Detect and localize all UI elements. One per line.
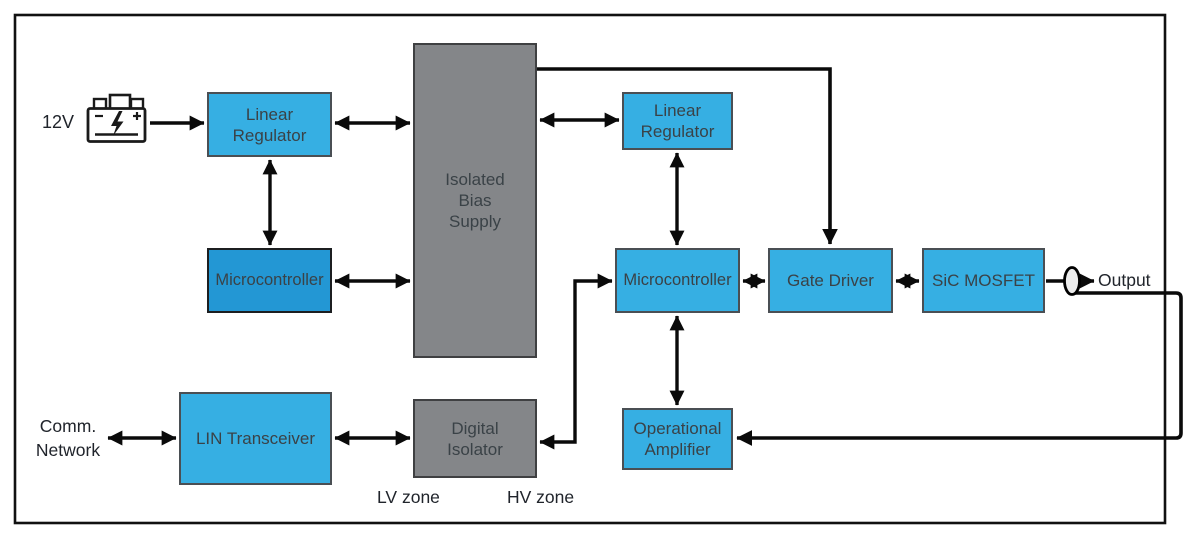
- block-linear-regulator-left: Linear Regulator: [207, 92, 332, 157]
- block-microcontroller-right: Microcontroller: [615, 248, 740, 313]
- block-label: LIN Transceiver: [195, 429, 316, 448]
- block-label: Bias: [458, 191, 492, 210]
- wire-mcuR-digitaliso: [539, 273, 613, 450]
- block-label: Microcontroller: [215, 271, 324, 289]
- block-label: Gate Driver: [787, 271, 874, 290]
- block-operational-amplifier: Operational Amplifier: [622, 408, 733, 470]
- block-label: Microcontroller: [623, 271, 732, 289]
- block-isolated-bias-supply: Isolated Bias Supply: [413, 43, 537, 358]
- wire-ibs-to-gatedriver: [537, 67, 838, 245]
- block-label: SiC MOSFET: [932, 271, 1035, 290]
- block-sic-mosfet: SiC MOSFET: [922, 248, 1045, 313]
- block-lin-transceiver: LIN Transceiver: [179, 392, 332, 485]
- block-linear-regulator-right: Linear Regulator: [622, 92, 733, 150]
- block-label: Operational: [633, 419, 722, 438]
- block-label: Isolated: [445, 170, 505, 189]
- block-label: Regulator: [232, 125, 307, 145]
- block-gate-driver: Gate Driver: [768, 248, 893, 313]
- supply-voltage-label: 12V: [42, 112, 75, 132]
- block-label: Supply: [449, 212, 501, 231]
- comm-network-line1: Comm.: [39, 416, 97, 436]
- block-label: Linear: [653, 101, 702, 120]
- battery-12v-icon: [86, 93, 147, 143]
- block-digital-isolator: Digital Isolator: [413, 399, 537, 478]
- lv-zone-label: LV zone: [377, 487, 440, 507]
- comm-network-label: Comm. Network: [26, 414, 110, 462]
- comm-network-line2: Network: [35, 440, 101, 460]
- block-label: Amplifier: [644, 440, 711, 459]
- block-label: Isolator: [447, 439, 503, 459]
- block-label: Digital: [451, 418, 499, 438]
- block-label: Linear: [245, 104, 294, 124]
- diagram-frame: [13, 13, 1167, 525]
- output-label: Output: [1098, 270, 1151, 290]
- block-microcontroller-left: Microcontroller: [207, 248, 332, 313]
- block-label: Regulator: [640, 122, 715, 141]
- cable-connector-icon: [1063, 266, 1081, 296]
- wire-output-feedback-to-opamp: [736, 291, 1183, 446]
- hv-zone-label: HV zone: [507, 487, 575, 507]
